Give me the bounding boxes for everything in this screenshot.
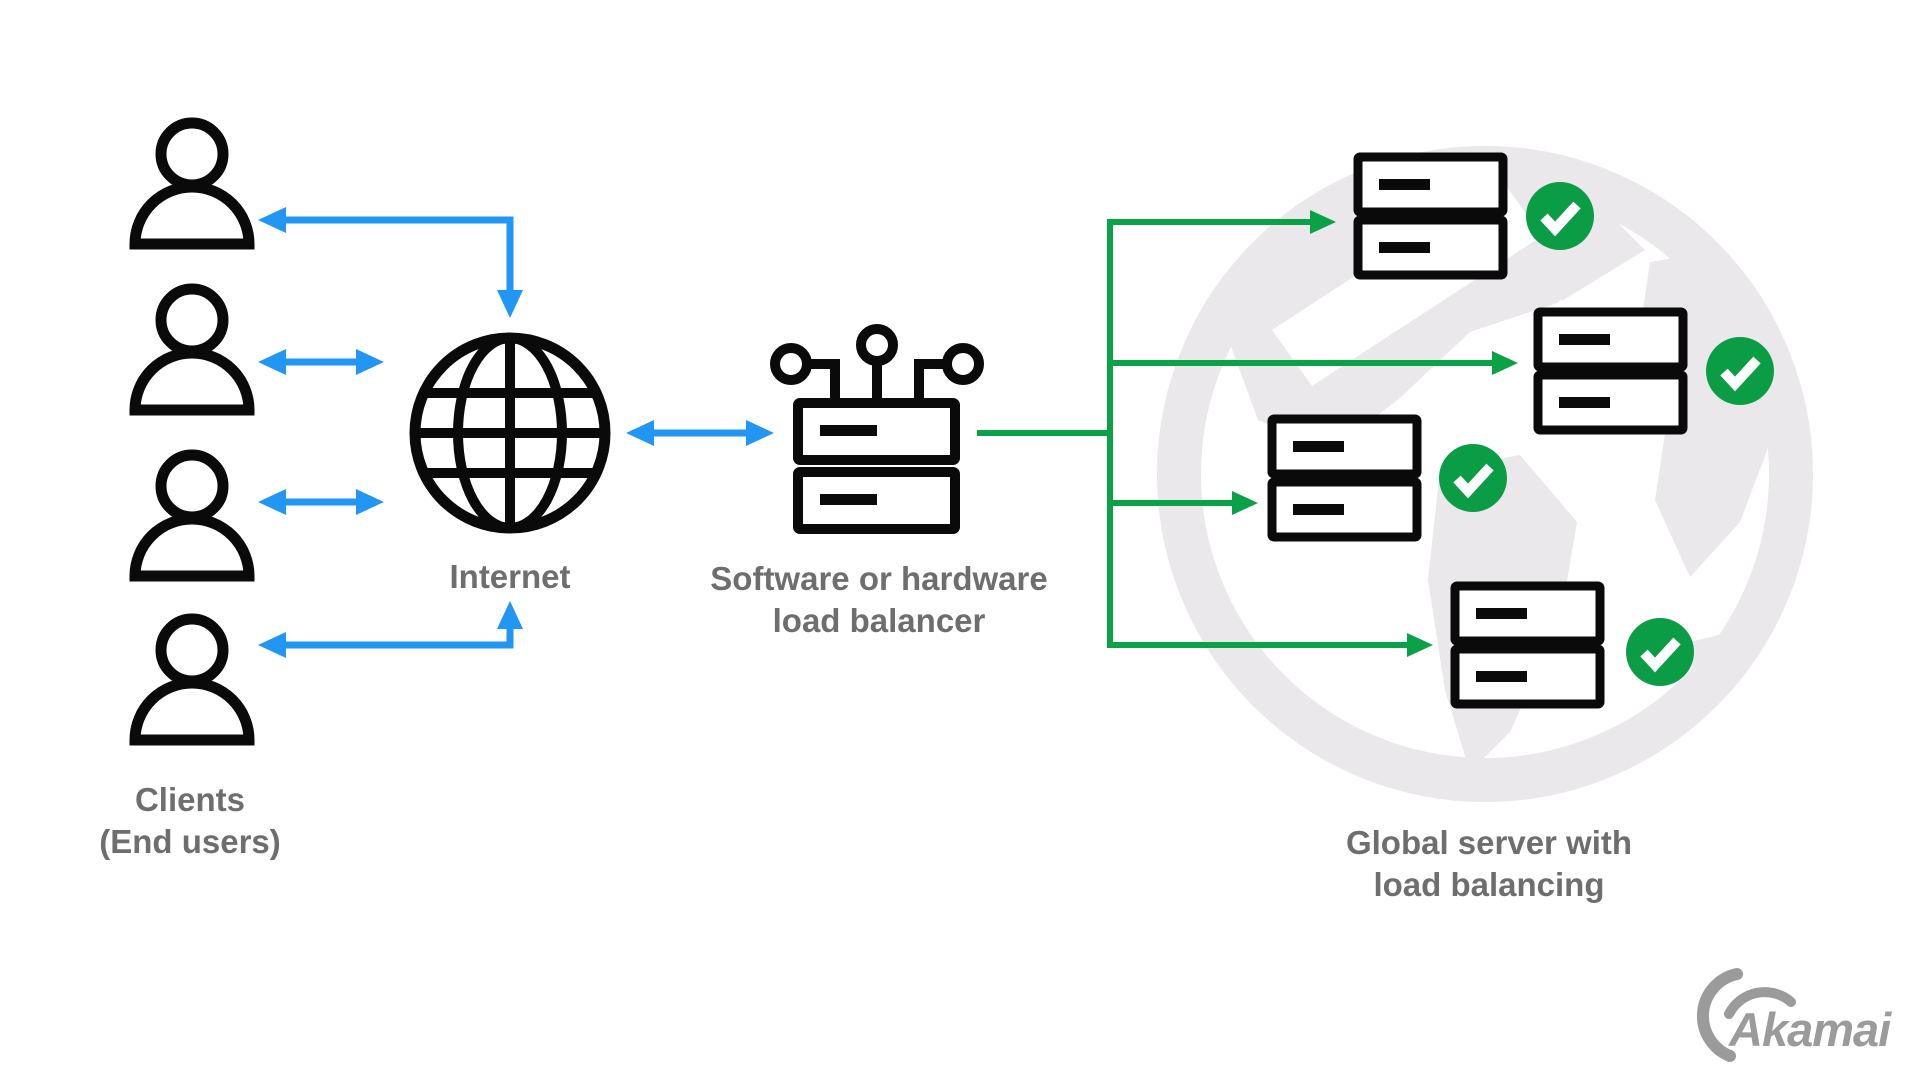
person-icon xyxy=(129,613,255,746)
clients-label-line1: Clients xyxy=(134,781,246,818)
clients-label: Clients (End users) xyxy=(99,779,281,863)
load-balancer-label: Software or hardware load balancer xyxy=(710,558,1047,642)
global-server-label-line2: load balancing xyxy=(1373,866,1605,903)
server-rack-icon-1 xyxy=(1353,152,1508,280)
load-balancer-icon xyxy=(770,324,984,534)
server-rack-icon-4 xyxy=(1450,581,1605,709)
akamai-logo-text: Akamai xyxy=(1729,1003,1891,1056)
load-balancer-label-line1: Software or hardware xyxy=(710,560,1048,597)
global-server-label: Global server with load balancing xyxy=(1346,822,1632,906)
arrow-client4-internet xyxy=(258,601,523,658)
check-circle-icon xyxy=(1526,182,1594,250)
antenna-node-center xyxy=(856,324,898,366)
arrow-to-server2 xyxy=(1110,351,1518,375)
arrow-client2-internet xyxy=(258,349,384,375)
person-icon xyxy=(129,283,255,416)
arrow-to-server4 xyxy=(1110,633,1433,657)
load-balancer-label-line2: load balancer xyxy=(772,602,986,639)
arrow-to-server3 xyxy=(1110,491,1258,515)
internet-label: Internet xyxy=(449,556,570,598)
server-rack-icon-3 xyxy=(1267,414,1422,542)
lb-slot xyxy=(793,467,960,534)
arrow-client1-internet xyxy=(258,207,523,318)
person-icon xyxy=(129,117,255,250)
server-arrows xyxy=(977,210,1518,657)
arrow-internet-loadbalancer xyxy=(626,420,774,446)
akamai-swoosh-icon xyxy=(1696,968,1796,1062)
client-arrows xyxy=(258,207,774,658)
server-icons xyxy=(1267,152,1688,709)
globe-icon xyxy=(409,332,611,534)
internet-label-line1: Internet xyxy=(449,558,571,595)
arrow-client3-internet xyxy=(258,489,384,515)
arrow-to-server1 xyxy=(1110,210,1336,234)
check-circle-icon xyxy=(1626,618,1694,686)
check-circle-icon xyxy=(1706,337,1774,405)
lb-slot xyxy=(793,398,960,465)
global-server-label-line1: Global server with xyxy=(1345,824,1633,861)
check-circle-icon xyxy=(1439,444,1507,512)
antenna-node-right xyxy=(942,343,984,385)
status-badges xyxy=(1439,182,1774,686)
clients-label-line2: (End users) xyxy=(99,823,281,860)
client-icons xyxy=(129,117,255,746)
server-rack-icon-2 xyxy=(1533,307,1688,435)
person-icon xyxy=(129,449,255,582)
antenna-node-left xyxy=(770,343,812,385)
